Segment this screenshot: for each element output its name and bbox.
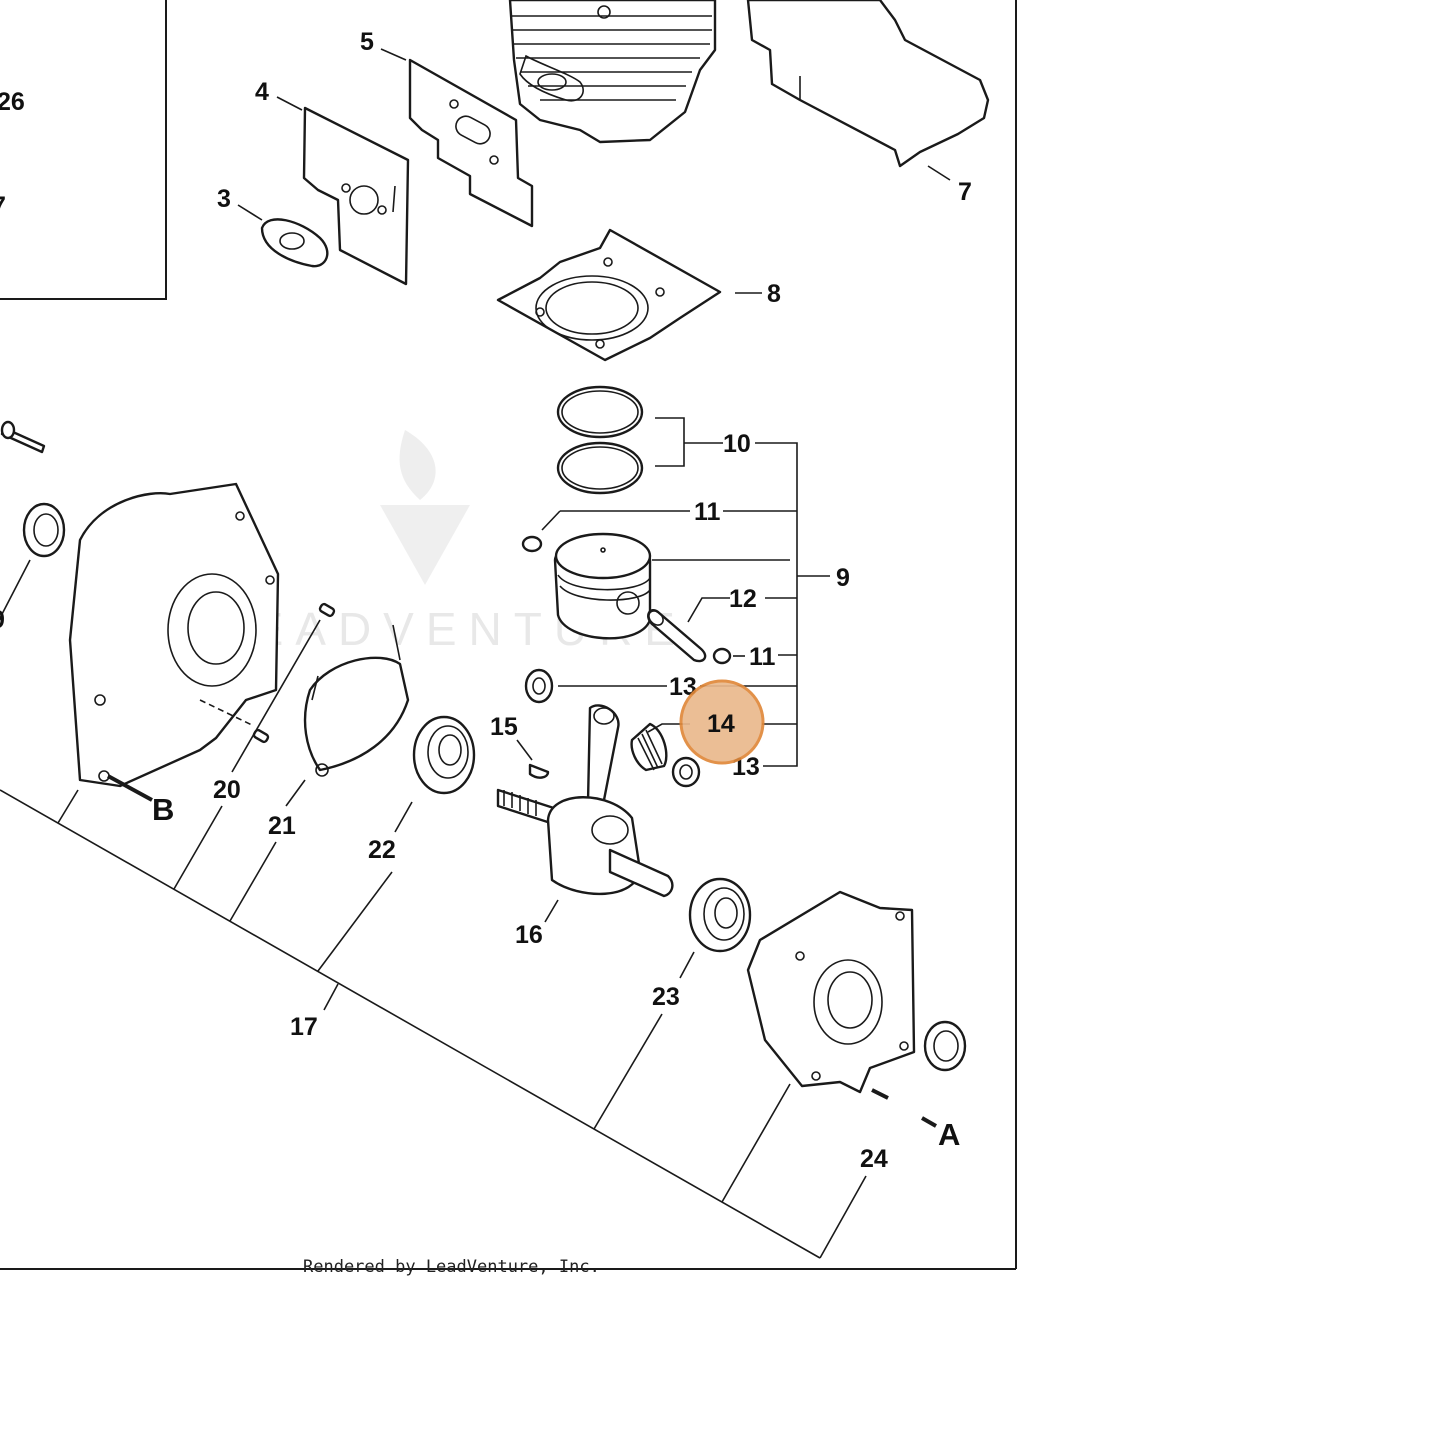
part-20-dowel-pins[interactable] [252,602,336,744]
part-22-bearing[interactable] [412,715,476,795]
render-credit: Rendered by LeadVenture, Inc. [303,1257,600,1277]
callout-8[interactable]: 8 [767,280,781,308]
part-5-gasket[interactable] [408,58,534,228]
callout-5[interactable]: 5 [360,28,374,56]
callout-7[interactable]: 7 [958,178,972,206]
callout-4[interactable]: 4 [255,78,269,106]
callout-15[interactable]: 15 [490,713,518,741]
part-crankcase-left[interactable] [68,482,280,788]
assembly-lines [0,789,867,1259]
callout-20[interactable]: 20 [213,776,241,804]
part-23-bearing[interactable] [688,877,752,953]
part-7-cover[interactable] [746,0,990,168]
part-13-washer-upper[interactable] [524,668,554,704]
highlight-marker-14[interactable]: 14 [679,679,765,765]
part-8-base-gasket[interactable] [496,228,722,362]
part-piston[interactable] [553,532,652,640]
part-13-washer-lower[interactable] [671,756,701,788]
callout-24[interactable]: 24 [860,1145,888,1173]
part-12-piston-pin[interactable] [646,608,707,663]
part-21-gasket[interactable] [303,624,410,777]
callout-19[interactable]: 9 [0,606,5,634]
callout-11-upper[interactable]: 11 [694,498,721,526]
callout-22[interactable]: 22 [368,836,396,864]
callout-16[interactable]: 16 [515,921,543,949]
part-14-needle-bearing[interactable] [630,722,668,772]
part-seal-right[interactable] [923,1020,967,1072]
part-bolt[interactable] [0,420,46,454]
callout-27[interactable]: 7 [0,192,6,220]
part-crankcase-right[interactable] [746,890,916,1094]
callout-10[interactable]: 10 [723,430,751,458]
callout-21[interactable]: 21 [268,812,296,840]
callout-23[interactable]: 23 [652,983,680,1011]
part-seal-left[interactable] [22,502,66,558]
part-16-crankshaft[interactable] [496,704,674,898]
part-4-plate[interactable] [302,106,410,286]
part-3-gasket[interactable] [260,218,329,268]
part-10-piston-rings[interactable] [556,385,644,495]
callout-9[interactable]: 9 [836,564,850,592]
diagram-frame [0,0,1017,1270]
callout-12[interactable]: 12 [729,585,757,613]
callout-3[interactable]: 3 [217,185,231,213]
part-15-key[interactable] [528,763,550,779]
callout-A[interactable]: A [938,1117,960,1152]
part-cylinder[interactable] [508,0,717,144]
callout-14[interactable]: 14 [707,710,735,738]
part-11-circlip-lower[interactable] [712,647,732,665]
part-11-circlip-upper[interactable] [521,535,543,553]
callout-17[interactable]: 17 [290,1013,318,1041]
callout-11-lower[interactable]: 11 [749,643,776,671]
callout-26[interactable]: 26 [0,88,25,116]
callout-B[interactable]: B [152,792,174,827]
